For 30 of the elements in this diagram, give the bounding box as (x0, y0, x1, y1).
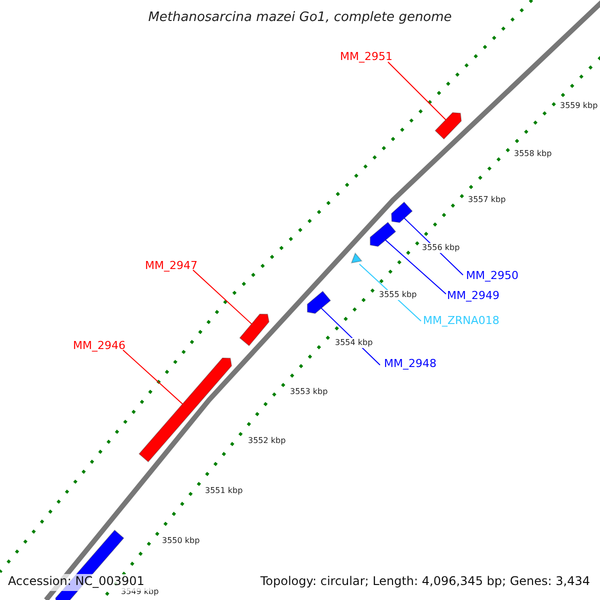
gene-feature (306, 290, 332, 314)
gene-label: MM_2947 (145, 260, 198, 271)
leader-line (384, 240, 446, 294)
gene-label: MM_2949 (447, 290, 500, 301)
genome-info-text: Topology: circular; Length: 4,096,345 bp; Genes: 3,434 (260, 575, 590, 587)
gene-feature (434, 112, 462, 140)
scale-label: 3557 kbp (467, 195, 507, 205)
leader-line (192, 270, 252, 324)
gene-label: MM_ZRNA018 (423, 315, 500, 326)
gene-feature (391, 201, 413, 223)
scale-label: 3550 kbp (161, 536, 201, 546)
scale-label: 3552 kbp (247, 436, 287, 446)
leader-line (388, 62, 446, 120)
gene-label: MM_2951 (340, 51, 392, 62)
gene-triangle (350, 252, 363, 264)
gene-feature (138, 358, 232, 462)
scale-label: 3558 kbp (513, 149, 553, 159)
gene-label: MM_2950 (466, 270, 518, 281)
title: Methanosarcina mazei Go1, complete genome (147, 11, 453, 24)
scale-label: 3554 kbp (334, 338, 374, 348)
gene-label: MM_2948 (384, 358, 436, 369)
scale-label: 3555 kbp (378, 290, 418, 300)
gene-feature (370, 222, 396, 247)
scale-label: 3553 kbp (289, 387, 329, 397)
scale-label: 3556 kbp (421, 243, 461, 253)
leader-line (122, 350, 184, 404)
scale-label: 3559 kbp (559, 101, 599, 111)
gene-feature (239, 314, 270, 346)
gene-label: MM_2946 (73, 340, 126, 351)
scale-label: 3551 kbp (204, 486, 244, 496)
